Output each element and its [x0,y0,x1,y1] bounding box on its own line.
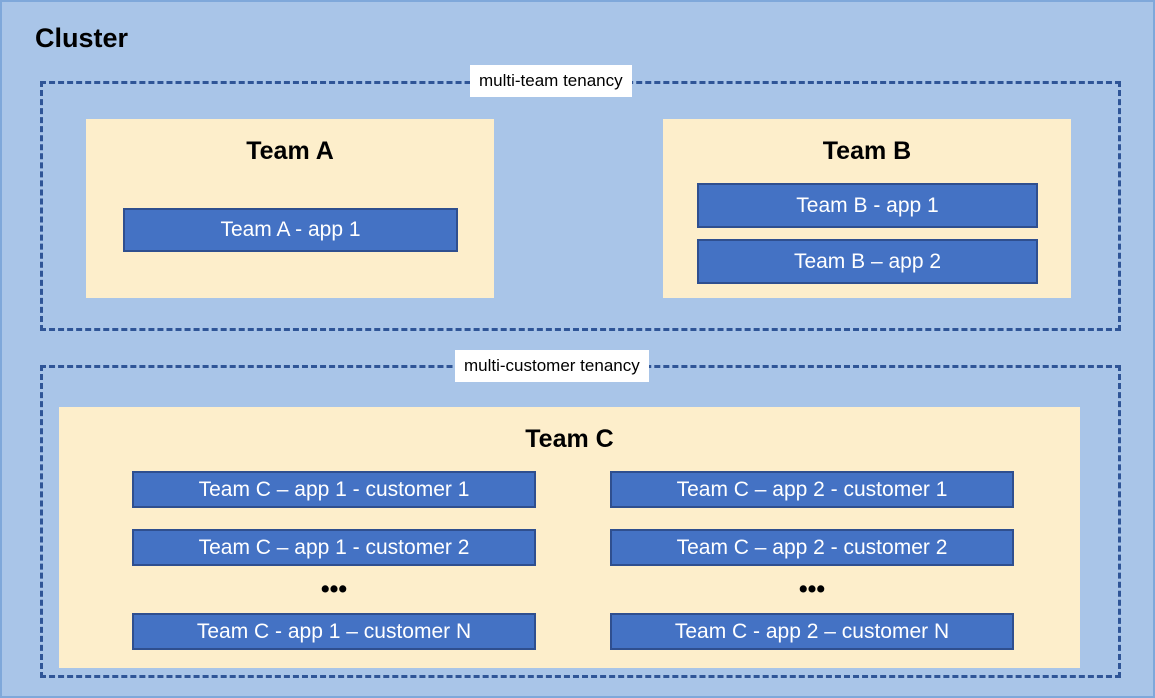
team-c-app-2-customer-2-box[interactable]: Team C – app 2 - customer 2 [610,529,1014,566]
team-a-panel: Team A Team A - app 1 [86,119,494,298]
team-c-app-1-customer-n-box[interactable]: Team C - app 1 – customer N [132,613,536,650]
team-b-title: Team B [822,137,912,165]
team-c-title: Team C [525,425,614,453]
team-c-app-1-customer-1-box[interactable]: Team C – app 1 - customer 1 [132,471,536,508]
team-c-app-2-ellipsis: ••• [798,575,826,603]
team-c-app-2-customer-n-box[interactable]: Team C - app 2 – customer N [610,613,1014,650]
team-c-app-1-customer-2-box[interactable]: Team C – app 1 - customer 2 [132,529,536,566]
team-c-app-2-customer-1-box[interactable]: Team C – app 2 - customer 1 [610,471,1014,508]
multi-customer-tenancy-label: multi-customer tenancy [455,350,649,382]
team-b-app-1-box[interactable]: Team B - app 1 [697,183,1038,228]
team-a-app-1-box[interactable]: Team A - app 1 [123,208,458,252]
team-c-panel: Team C Team C – app 1 - customer 1 Team … [59,407,1080,668]
multi-team-tenancy-label: multi-team tenancy [470,65,632,97]
team-b-panel: Team B Team B - app 1 Team B – app 2 [663,119,1071,298]
team-a-title: Team A [246,137,334,165]
team-c-app-1-ellipsis: ••• [320,575,348,603]
team-b-app-2-box[interactable]: Team B – app 2 [697,239,1038,284]
cluster-title: Cluster [35,23,129,53]
